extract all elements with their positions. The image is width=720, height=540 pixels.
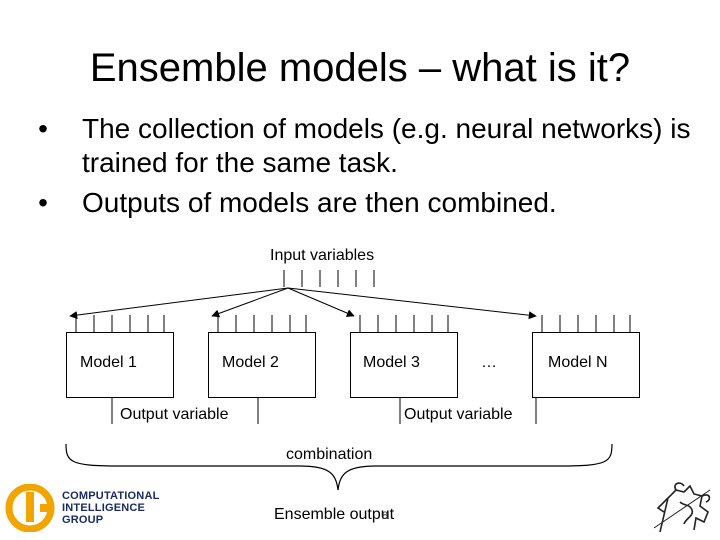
model-n-label: Model N — [548, 354, 608, 371]
bullet-symbol: • — [38, 187, 48, 218]
combination-brace — [65, 443, 613, 491]
model-n-box — [532, 332, 640, 398]
bullet-text: The collection of models (e.g. neural ne… — [82, 113, 691, 178]
model-1-label: Model 1 — [80, 354, 137, 371]
ensemble-output-label: Ensemble output — [274, 506, 395, 523]
cig-logo-icon — [5, 484, 55, 532]
bullet-text: Outputs of models are then combined. — [82, 187, 557, 218]
output-variable-label-2: Output variable — [404, 406, 513, 424]
input-variables-label: Input variables — [270, 247, 375, 264]
model-3-label: Model 3 — [363, 354, 420, 371]
output-connectors — [111, 398, 537, 424]
lion-emblem-icon — [653, 482, 711, 533]
model-2-box — [208, 332, 316, 398]
model-1-box — [66, 332, 174, 398]
slide-title: Ensemble models – what is it? — [89, 46, 631, 90]
bullet-item: • The collection of models (e.g. neural … — [28, 112, 708, 180]
combination-label: combination — [286, 446, 373, 463]
logo-line: INTELLIGENCE — [62, 502, 146, 514]
bullet-item: • Outputs of models are then combined. — [28, 186, 708, 220]
logo-text: COMPUTATIONAL INTELLIGENCE GROUP — [62, 490, 160, 526]
input-ticks — [283, 270, 375, 287]
bullet-symbol: • — [38, 113, 48, 144]
logo-line: COMPUTATIONAL — [62, 490, 160, 502]
bullet-list: • The collection of models (e.g. neural … — [28, 112, 708, 226]
logo-line: GROUP — [62, 514, 104, 526]
ellipsis-label: … — [481, 354, 497, 371]
model-3-box — [350, 332, 458, 398]
model-input-ticks — [75, 315, 631, 332]
distribution-arrows — [69, 287, 537, 320]
model-2-label: Model 2 — [222, 354, 279, 371]
output-variable-label-1: Output variable — [120, 406, 229, 424]
page-number: 8 — [382, 510, 389, 522]
